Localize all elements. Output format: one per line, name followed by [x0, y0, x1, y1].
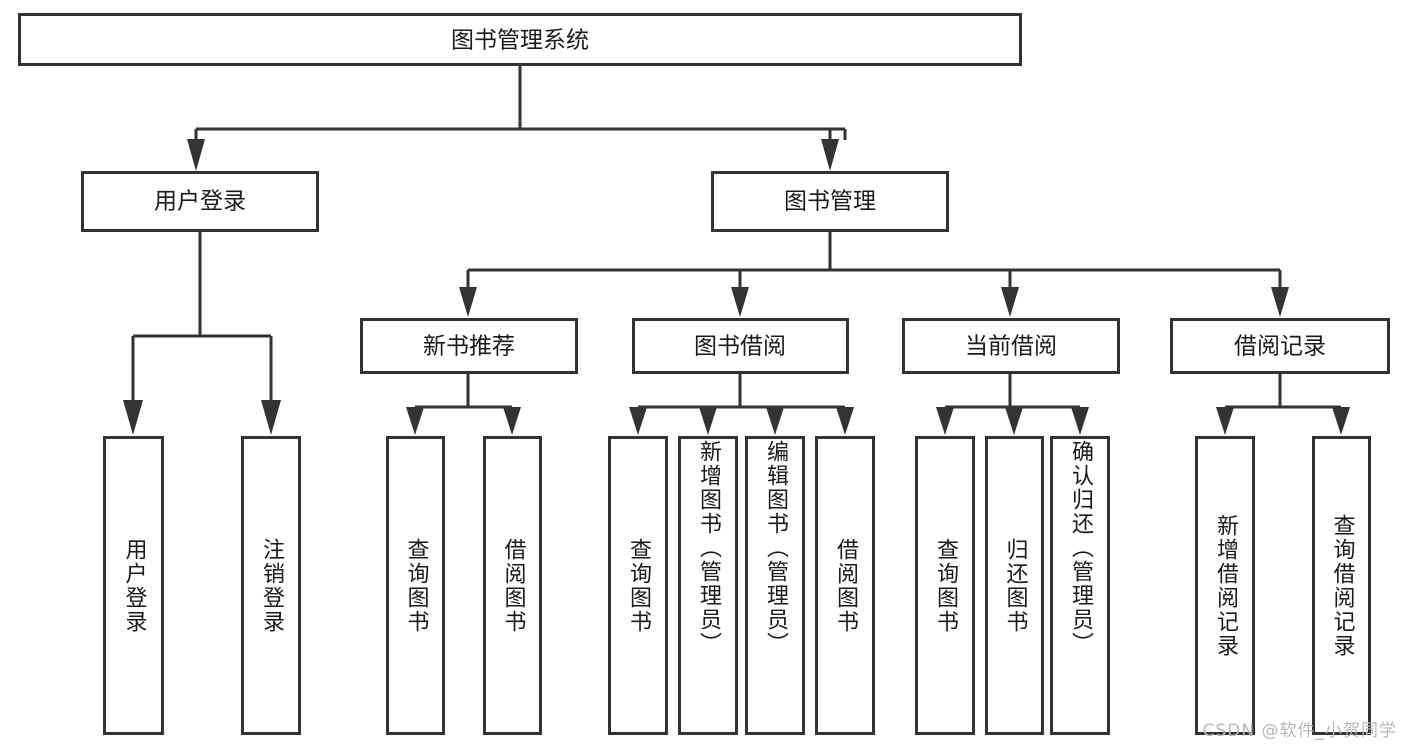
- leaf-box-user-login[interactable]: [103, 436, 164, 735]
- leaf-box-add-book-admin[interactable]: [678, 436, 738, 735]
- node-current-borrow-box[interactable]: [902, 318, 1120, 374]
- node-user-login-box[interactable]: [81, 171, 319, 232]
- node-current-borrow-label: 当前借阅: [965, 334, 1057, 360]
- node-root-box[interactable]: [18, 13, 1022, 66]
- leaf-box-query-borrow-record[interactable]: [1312, 436, 1371, 735]
- leaf-box-return-book[interactable]: [985, 436, 1044, 735]
- node-book-management[interactable]: 图书管理: [711, 171, 949, 232]
- connector-borrow-record-to-leaves: [1216, 374, 1350, 435]
- leaf-box-borrow-book-2[interactable]: [815, 436, 875, 735]
- node-user-login[interactable]: 用户登录: [81, 171, 319, 232]
- csdn-watermark: CSDN @软件_小贺同学: [1202, 721, 1397, 741]
- node-current-borrow[interactable]: 当前借阅: [902, 318, 1120, 374]
- leaf-box-query-book-2[interactable]: [608, 436, 668, 735]
- leaf-box-borrow-book-1[interactable]: [483, 436, 542, 735]
- node-book-borrow-box[interactable]: [632, 318, 849, 374]
- leaf-box-query-book-1[interactable]: [386, 436, 445, 735]
- connector-root-to-level2: [187, 66, 847, 171]
- node-book-management-box[interactable]: [711, 171, 949, 232]
- connector-book-borrow-to-leaves: [629, 374, 854, 435]
- leaf-box-edit-book-admin[interactable]: [745, 436, 805, 735]
- node-book-borrow[interactable]: 图书借阅: [632, 318, 849, 374]
- leaf-box-logout[interactable]: [241, 436, 301, 735]
- leaf-box-add-borrow-record[interactable]: [1195, 436, 1255, 735]
- connector-new-book-to-leaves: [406, 374, 521, 435]
- node-new-book-recommend-label: 新书推荐: [423, 334, 515, 360]
- node-user-login-label: 用户登录: [154, 189, 246, 215]
- node-root[interactable]: 图书管理系统: [18, 13, 1022, 66]
- node-root-label: 图书管理系统: [451, 28, 589, 54]
- leaf-boxes: [103, 436, 1371, 735]
- node-new-book-recommend-box[interactable]: [360, 318, 578, 374]
- leaf-box-query-book-3[interactable]: [915, 436, 975, 735]
- node-borrow-record[interactable]: 借阅记录: [1170, 318, 1390, 374]
- node-borrow-record-label: 借阅记录: [1234, 334, 1326, 360]
- connector-user-login-to-leaves: [123, 232, 281, 435]
- node-new-book-recommend[interactable]: 新书推荐: [360, 318, 578, 374]
- node-borrow-record-box[interactable]: [1170, 318, 1390, 374]
- node-book-management-label: 图书管理: [784, 189, 876, 215]
- connector-current-borrow-to-leaves: [936, 374, 1089, 435]
- node-book-borrow-label: 图书借阅: [694, 334, 786, 360]
- leaf-box-confirm-return-admin[interactable]: [1050, 436, 1110, 735]
- connector-book-mgmt-to-level3: [459, 232, 1289, 317]
